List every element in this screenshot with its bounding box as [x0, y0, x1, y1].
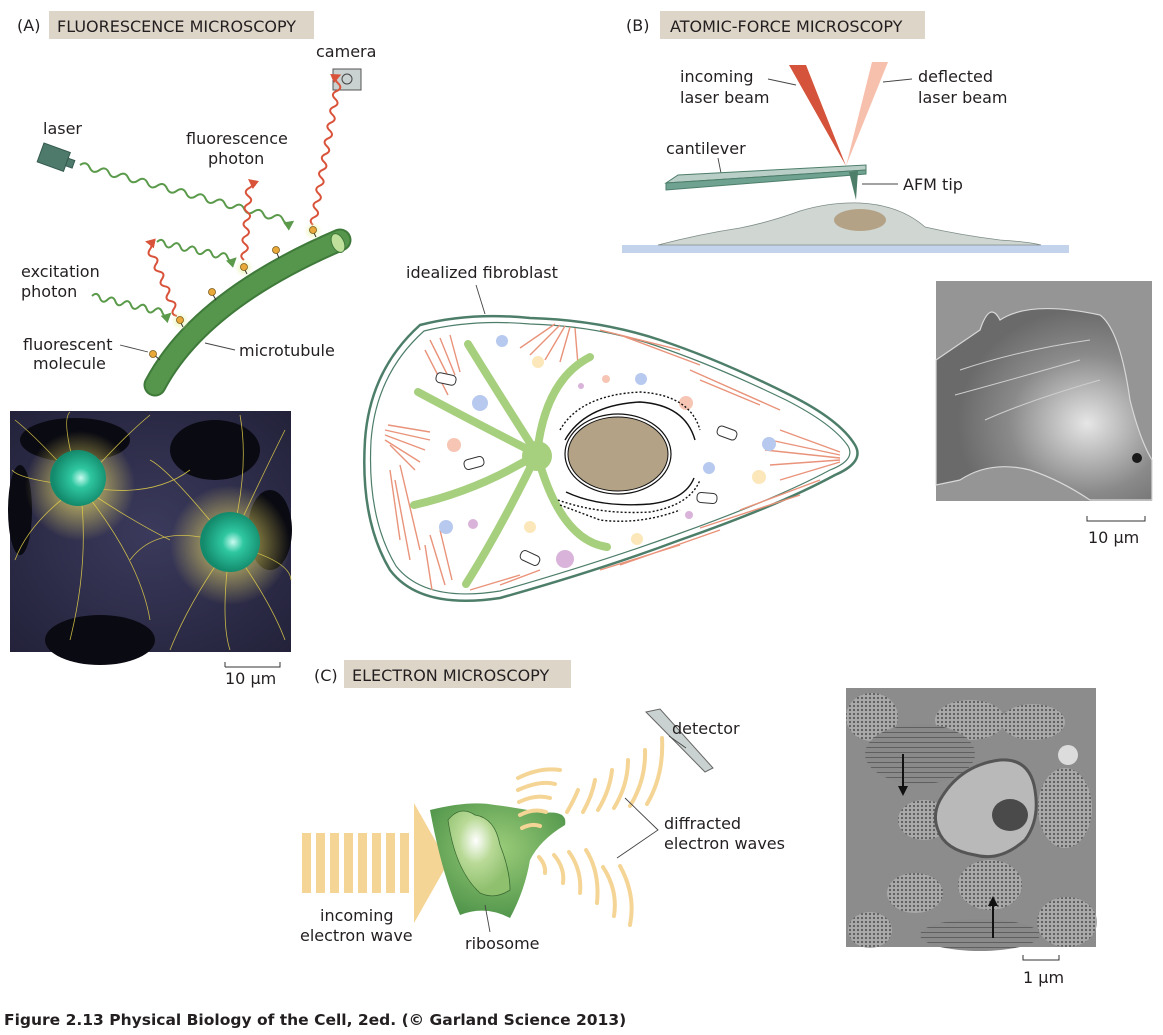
- deflected-beam-leader: [882, 78, 913, 83]
- afm-cell-nucleus: [834, 209, 886, 231]
- fluorescence-wave-camera: [309, 73, 342, 226]
- cantilever-leader: [717, 157, 722, 174]
- afm-tip: [849, 171, 858, 200]
- panel-c-title: ELECTRON MICROSCOPY: [352, 666, 549, 685]
- microtubule-end: [330, 233, 346, 253]
- scale-bar-b: 10 μm: [1086, 516, 1146, 547]
- vesicles: [435, 335, 776, 568]
- deflected-beam-label-2: laser beam: [918, 88, 1007, 107]
- detector-leader: [668, 735, 687, 749]
- fluorescence-photon-label-1: fluorescence: [186, 129, 288, 148]
- panel-a-header-bg: [49, 11, 314, 39]
- scale-bar-c: 1 μm: [1022, 955, 1064, 987]
- fibroblast-leader: [475, 284, 486, 315]
- panel-c: (C) ELECTRON MICROSCOPY: [300, 660, 1097, 987]
- deflected-laser-beam: [846, 62, 888, 166]
- incoming-beam-leader: [767, 78, 797, 86]
- fluorescent-molecules: [149, 222, 322, 361]
- diffracted-electron-waves: [516, 736, 665, 927]
- ribosome-leader: [484, 904, 491, 933]
- ribosome: [430, 803, 566, 918]
- fluorescence-wave-left: [145, 238, 178, 317]
- camera-icon: [332, 68, 362, 91]
- excitation-photon-label-1: excitation: [21, 262, 100, 281]
- panel-a-letter: (A): [17, 16, 40, 35]
- incoming-beam-label-1: incoming: [680, 67, 754, 86]
- panel-b-letter: (B): [626, 16, 649, 35]
- centrosome: [522, 441, 552, 471]
- fluorescent-molecule-label-2: molecule: [33, 354, 106, 373]
- panel-c-letter: (C): [314, 666, 338, 685]
- fluorescence-wave-up: [240, 178, 259, 261]
- detector: [645, 708, 714, 773]
- incoming-beam-label-2: laser beam: [680, 88, 769, 107]
- panel-b-header-bg: [660, 11, 925, 39]
- diffracted-leader: [616, 797, 659, 859]
- diffracted-label-2: electron waves: [664, 834, 785, 853]
- nucleus: [567, 416, 669, 492]
- fluorescent-molecule-leader: [119, 344, 149, 353]
- endoplasmic-reticulum: [557, 391, 701, 522]
- panel-a-title: FLUORESCENCE MICROSCOPY: [57, 17, 296, 36]
- cantilever-label: cantilever: [666, 139, 746, 158]
- fibroblast-diagram: idealized fibroblast: [363, 263, 859, 602]
- incoming-laser-beam: [789, 65, 846, 166]
- excitation-wave-1: [156, 238, 237, 268]
- laser-beam-wave: [79, 162, 295, 231]
- cell-membrane-outer: [363, 314, 859, 602]
- detector-label: detector: [672, 719, 740, 738]
- diffracted-label-1: diffracted: [664, 814, 741, 833]
- panel-b: (B) ATOMIC-FORCE MICROSCOPY incoming las…: [622, 11, 1153, 547]
- microtubule-leader: [204, 342, 236, 351]
- afm-micrograph: [935, 281, 1153, 501]
- scale-bar-a: 10 μm: [224, 662, 281, 688]
- substrate: [622, 245, 1069, 253]
- microtubule-label: microtubule: [239, 341, 335, 360]
- fluorescence-micrograph: [8, 411, 292, 665]
- panel-c-header-bg: [344, 660, 571, 688]
- panel-b-title: ATOMIC-FORCE MICROSCOPY: [670, 17, 903, 36]
- incoming-electron-label-1: incoming: [320, 906, 394, 925]
- panel-a: (A) FLUORESCENCE MICROSCOPY camera laser: [8, 11, 376, 688]
- deflected-beam-label-1: deflected: [918, 67, 993, 86]
- electron-micrograph: [846, 688, 1097, 951]
- excitation-wave-2: [91, 292, 172, 324]
- afm-tip-label: AFM tip: [903, 175, 963, 194]
- fibroblast-label: idealized fibroblast: [406, 263, 558, 282]
- scale-bar-b-label: 10 μm: [1088, 528, 1139, 547]
- incoming-electron-label-2: electron wave: [300, 926, 413, 945]
- cantilever: [664, 164, 867, 191]
- ribosome-label: ribosome: [465, 934, 540, 953]
- scale-bar-c-label: 1 μm: [1023, 968, 1064, 987]
- scale-bar-a-label: 10 μm: [225, 669, 276, 688]
- laser-label: laser: [43, 119, 82, 138]
- fluorescent-molecule-label-1: fluorescent: [23, 335, 112, 354]
- incoming-electron-wave: [302, 803, 448, 923]
- camera-label: camera: [316, 42, 376, 61]
- actin-filaments: [384, 323, 841, 591]
- figure-caption: Figure 2.13 Physical Biology of the Cell…: [4, 1011, 626, 1029]
- fluorescence-photon-label-2: photon: [208, 149, 264, 168]
- laser-icon: [36, 142, 76, 173]
- excitation-photon-label-2: photon: [21, 282, 77, 301]
